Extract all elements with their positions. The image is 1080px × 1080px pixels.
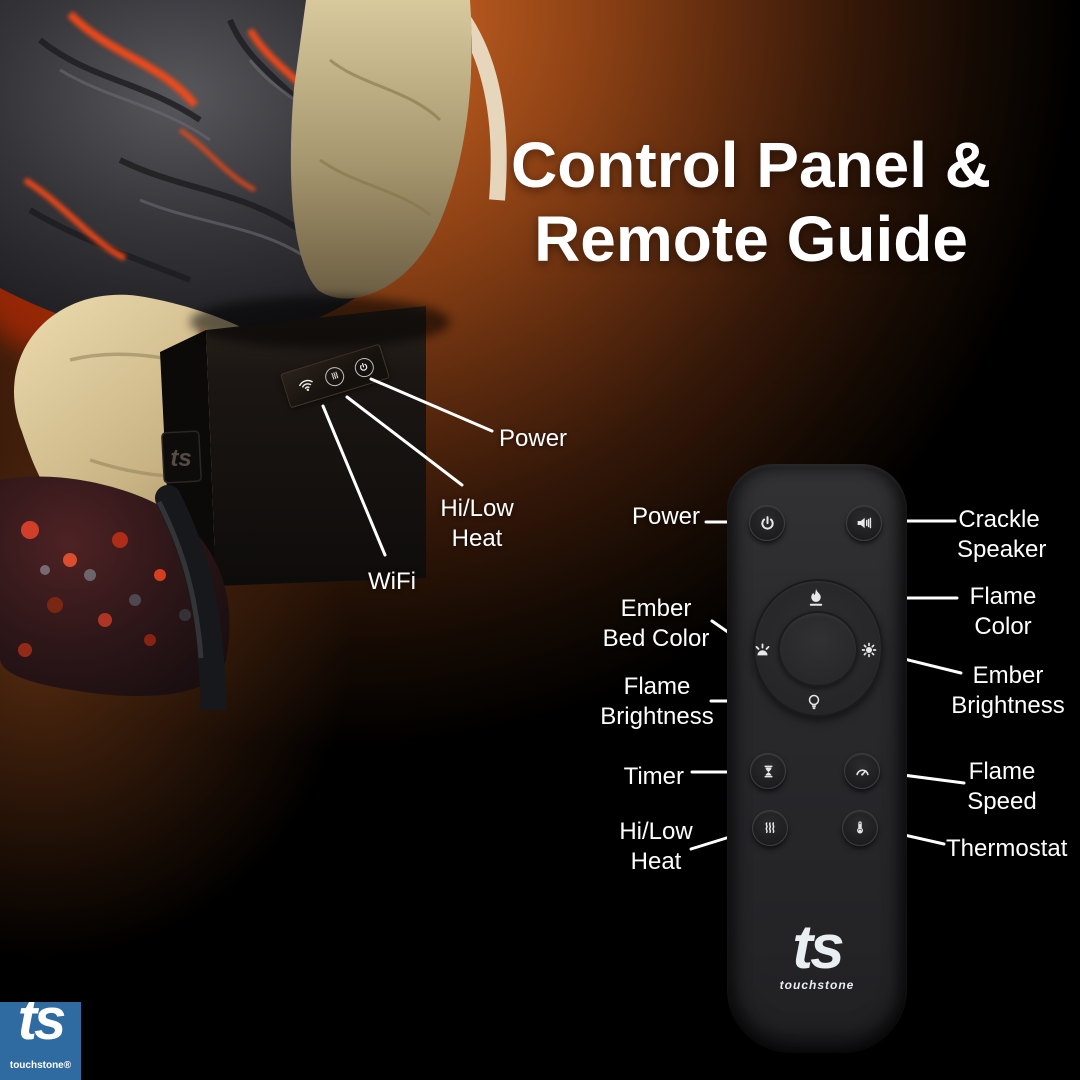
touchstone-logo-badge: ts touchstone® bbox=[0, 1002, 81, 1080]
heat-waves-icon bbox=[330, 371, 338, 380]
remote-label-thermostat: Thermostat bbox=[946, 835, 1068, 862]
wifi-icon bbox=[298, 379, 313, 392]
remote-hilow-heat-button bbox=[752, 810, 788, 846]
base-box-front bbox=[206, 306, 426, 586]
remote-label-flame-color: Flame Color bbox=[969, 583, 1037, 640]
sun-icon bbox=[859, 640, 879, 660]
remote-label-timer: Timer bbox=[623, 763, 684, 790]
dpad-center bbox=[778, 611, 858, 687]
remote-label-hilow-heat: Hi/Low Heat bbox=[619, 818, 693, 875]
speaker-icon bbox=[857, 517, 872, 529]
control-panel bbox=[280, 343, 390, 409]
log-shadow bbox=[190, 296, 450, 348]
bulb-icon bbox=[804, 692, 824, 712]
remote-label-ember-bed-color: Ember Bed Color bbox=[602, 595, 710, 652]
frame-leg-highlight bbox=[156, 500, 204, 659]
heat-button bbox=[322, 364, 347, 389]
ember-bed-speckles bbox=[18, 521, 191, 657]
remote-flame-speed-button bbox=[844, 753, 880, 789]
tan-rock-texture bbox=[319, 58, 442, 217]
base-nameplate: ts bbox=[161, 430, 202, 484]
hourglass-icon bbox=[764, 765, 772, 777]
remote-brand-ts: ts bbox=[792, 913, 844, 982]
remote-brand-name: touchstone bbox=[779, 978, 855, 992]
frame-leg bbox=[155, 485, 227, 710]
badge-name-text: touchstone® bbox=[9, 1060, 72, 1071]
ember-bed-icon bbox=[752, 640, 773, 661]
badge-ts-text: ts bbox=[17, 1002, 67, 1052]
fireplace-photo: ts bbox=[0, 0, 507, 710]
remote-label-flame-brightness: Flame Brightness bbox=[600, 673, 714, 730]
remote-label-power: Power bbox=[631, 503, 700, 530]
svg-text:ts: ts bbox=[170, 445, 191, 472]
power-icon bbox=[360, 363, 368, 371]
remote-thermostat-button bbox=[842, 810, 878, 846]
remote-label-flame-speed: Flame Speed bbox=[967, 758, 1037, 815]
remote-power-button bbox=[749, 505, 785, 541]
panel-label-wifi: WiFi bbox=[368, 568, 416, 595]
power-button bbox=[351, 355, 376, 380]
heat-waves-icon bbox=[765, 822, 775, 834]
flame-icon bbox=[805, 586, 827, 608]
remote-control: ts touchstone bbox=[727, 464, 907, 1053]
panel-label-hilow-heat: Hi/Low Heat bbox=[440, 495, 514, 552]
remote-label-crackle-speaker: Crackle Speaker bbox=[957, 506, 1047, 563]
page-title: Control Panel & Remote Guide bbox=[510, 129, 992, 275]
panel-label-power: Power bbox=[499, 425, 568, 452]
remote-label-ember-brightness: Ember Brightness bbox=[951, 662, 1065, 719]
remote-crackle-speaker-button bbox=[846, 505, 882, 541]
remote-timer-button bbox=[750, 753, 786, 789]
power-icon bbox=[760, 515, 774, 530]
thermometer-icon bbox=[857, 821, 863, 834]
tan-rock bbox=[290, 0, 472, 299]
gauge-icon bbox=[855, 768, 869, 776]
